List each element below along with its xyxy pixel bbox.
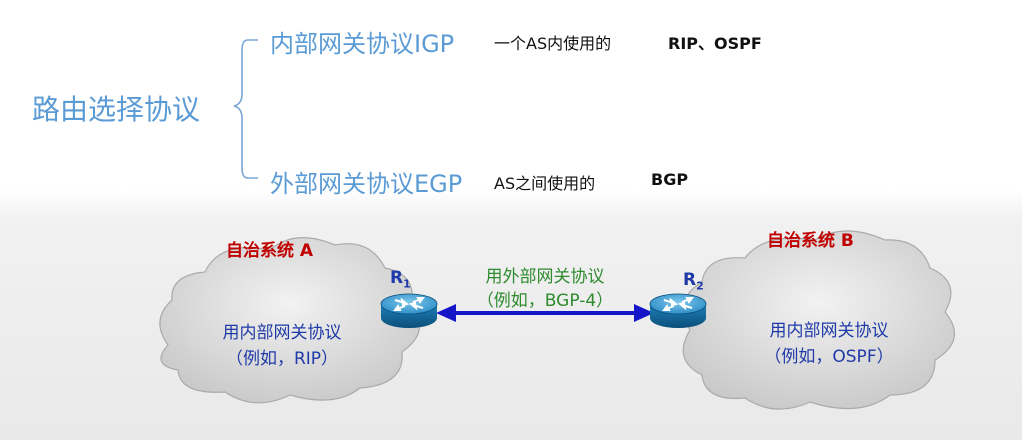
egp-examples: BGP (651, 170, 689, 189)
router-r2-label: R2 (683, 270, 704, 293)
brace-bracket (233, 39, 258, 179)
as-a-protocol-line2: （例如，RIP） (225, 349, 339, 369)
link-protocol-line1: 用外部网关协议 (485, 267, 605, 287)
as-b-protocol-line1: 用内部网关协议 (769, 321, 889, 341)
igp-label: 内部网关协议IGP (270, 30, 455, 58)
root-title: 路由选择协议 (32, 93, 201, 126)
router-r1-label: R1 (390, 268, 411, 291)
igp-examples: RIP、OSPF (668, 34, 762, 53)
as-b-title: 自治系统 B (767, 231, 854, 251)
egp-desc: AS之间使用的 (494, 174, 596, 193)
cloud-as-b (682, 230, 955, 410)
router-r1-icon (380, 293, 438, 328)
as-b-protocol-line2: （例如，OSPF） (764, 347, 894, 367)
router-r2-icon (649, 293, 707, 328)
bgp-link-arrow (436, 304, 654, 322)
as-a-title: 自治系统 A (226, 241, 314, 261)
link-protocol-line2: （例如，BGP-4） (476, 291, 614, 311)
as-a-protocol-line1: 用内部网关协议 (222, 323, 342, 343)
egp-label: 外部网关协议EGP (270, 170, 463, 198)
igp-desc: 一个AS内使用的 (494, 34, 612, 53)
